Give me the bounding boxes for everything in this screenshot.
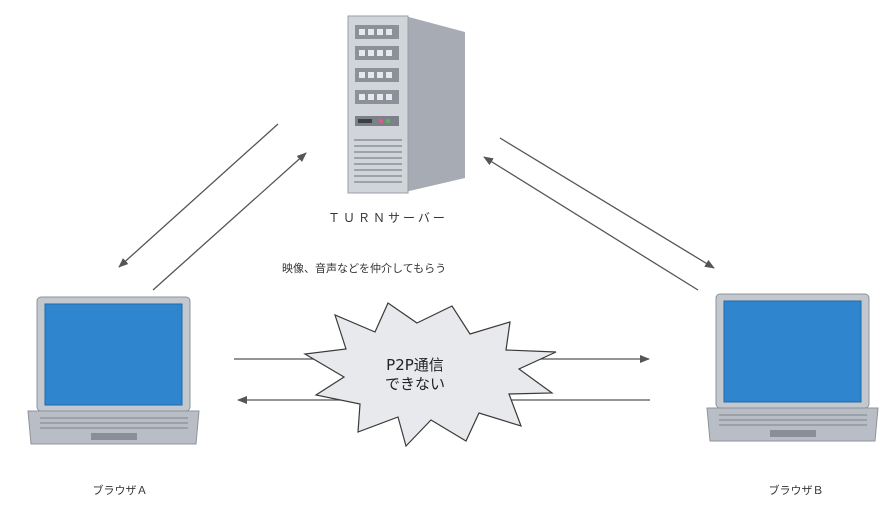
laptop-a-icon bbox=[28, 297, 199, 444]
turn-server-icon bbox=[348, 16, 465, 193]
browser-a-label: ブラウザＡ bbox=[60, 482, 180, 498]
turn-server-label: ＴＵＲＮサーバー bbox=[318, 209, 458, 226]
arrow-server-to-browser-b bbox=[500, 138, 714, 268]
p2p-blocked-line-2: できない bbox=[360, 375, 470, 394]
laptop-b-icon bbox=[707, 294, 878, 441]
relay-note: 映像、音声などを仲介してもらう bbox=[282, 260, 446, 276]
p2p-blocked-line-1: P2P通信 bbox=[360, 356, 470, 375]
arrow-browser-b-to-server bbox=[484, 157, 698, 290]
arrow-server-to-browser-a bbox=[119, 124, 278, 267]
browser-b-label: ブラウザＢ bbox=[736, 482, 856, 498]
p2p-blocked-text: P2P通信 できない bbox=[360, 356, 470, 394]
